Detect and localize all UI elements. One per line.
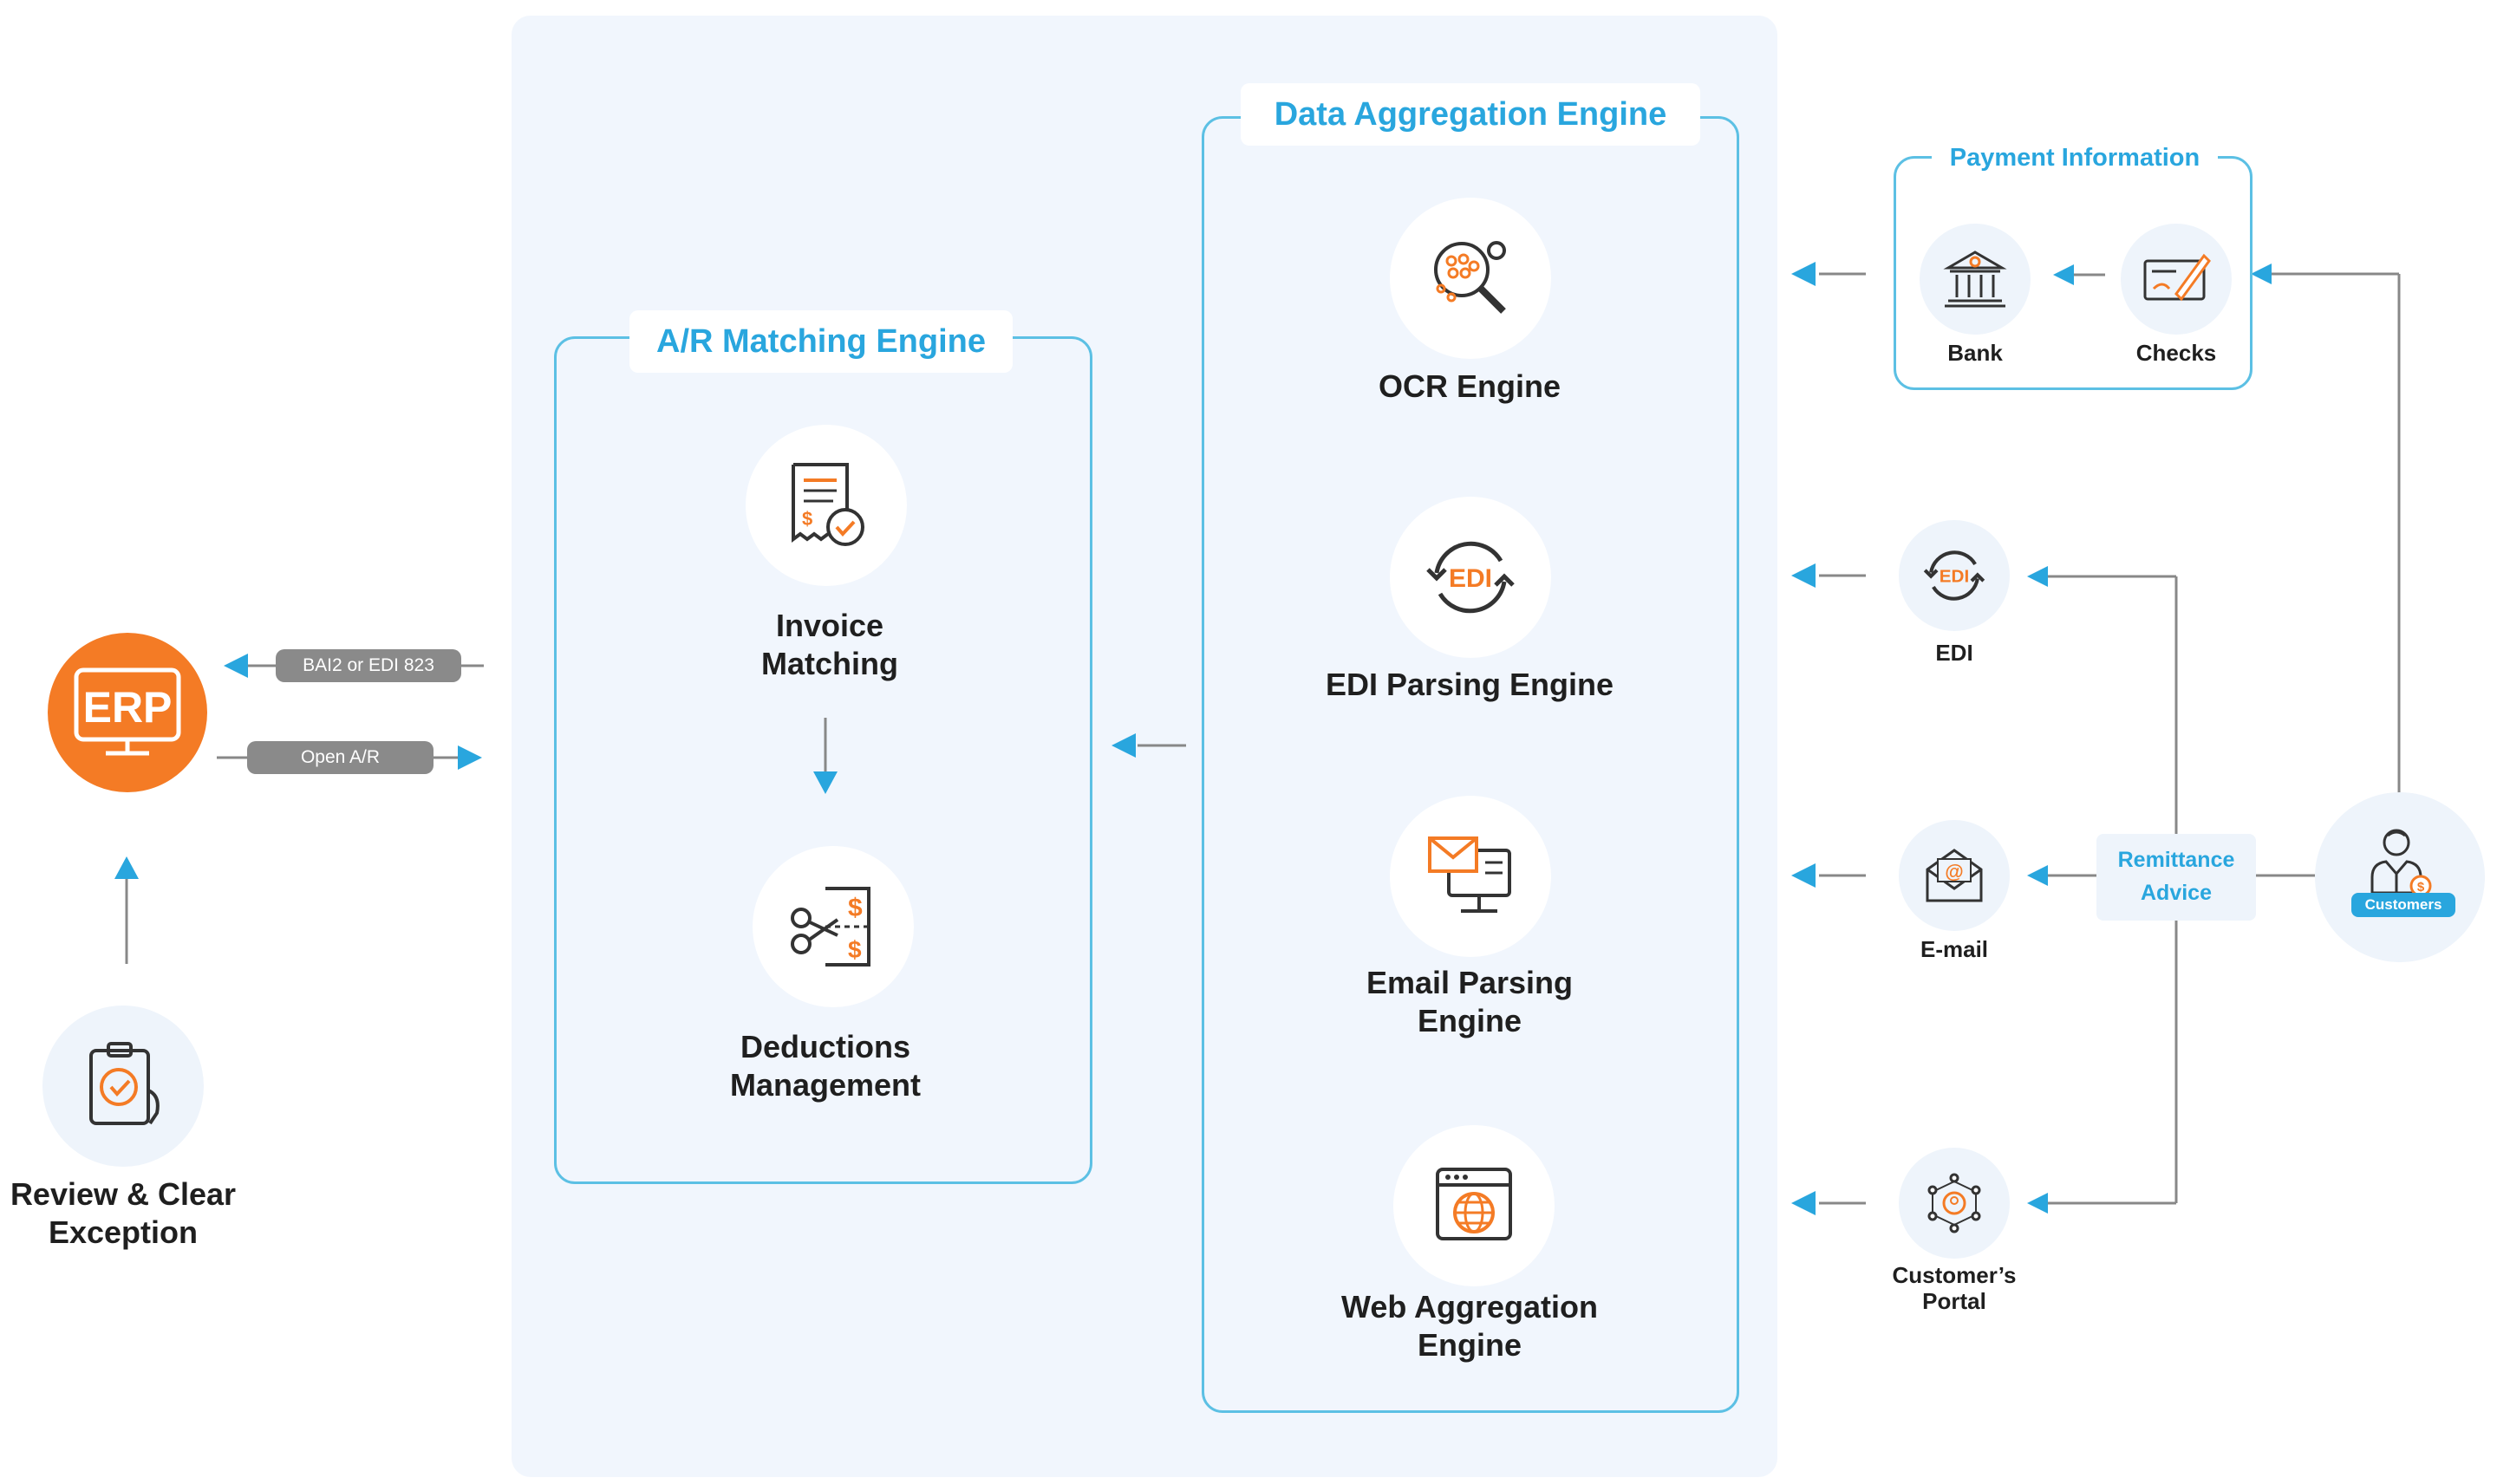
checks-node: [2121, 224, 2232, 335]
portal-label-line1: Customer’s: [1892, 1262, 2017, 1288]
browser-globe-icon: [1436, 1168, 1512, 1240]
deductions-label-line2: Management: [729, 1067, 922, 1103]
edi-engine-label: EDI Parsing Engine: [1325, 667, 1614, 702]
web-aggregation-node: [1393, 1125, 1555, 1286]
open-ar-pill: Open A/R: [247, 741, 434, 774]
email-engine-label-line2: Engine: [1417, 1003, 1522, 1038]
edi-source-icon-text: EDI: [1940, 567, 1969, 587]
remittance-line1: Remittance: [2117, 848, 2235, 872]
email-engine-node: [1390, 796, 1551, 957]
deductions-label-line1: Deductions: [740, 1029, 910, 1064]
remittance-advice-box: Remittance Advice: [2096, 834, 2256, 921]
deductions-node: $ $: [753, 846, 914, 1007]
checks-label: Checks: [2135, 340, 2217, 366]
invoice-label-line2: Matching: [761, 646, 898, 681]
clipboard-check-icon: [89, 1042, 160, 1125]
ocr-node: [1390, 198, 1551, 359]
edi-engine-node: EDI: [1390, 497, 1551, 658]
ar-matching-title: A/R Matching Engine: [629, 310, 1013, 373]
remittance-line2: Advice: [2141, 881, 2212, 905]
customers-badge: Customers: [2351, 893, 2455, 917]
invoice-label: Invoice Matching: [711, 607, 949, 683]
svg-text:$: $: [848, 894, 863, 922]
edi-source-label: EDI: [1935, 640, 1973, 666]
edi-sync-icon: EDI: [1426, 541, 1515, 614]
web-aggregation-label-line2: Engine: [1417, 1327, 1522, 1363]
check-pen-icon: [2143, 253, 2211, 302]
email-monitor-icon: [1428, 836, 1511, 913]
invoice-node: $: [746, 425, 907, 586]
review-label-line2: Exception: [48, 1214, 199, 1250]
review-node: [42, 1006, 204, 1167]
portal-node: [1899, 1148, 2010, 1259]
ocr-label: OCR Engine: [1378, 368, 1561, 404]
email-source-label: E-mail: [1920, 936, 1989, 962]
bank-label: Bank: [1947, 340, 2003, 366]
email-engine-label-line1: Email Parsing: [1366, 965, 1574, 1000]
portal-label: Customer’s Portal: [1864, 1262, 2044, 1314]
email-source-node: @: [1899, 820, 2010, 931]
svg-text:@: @: [1945, 861, 1963, 882]
svg-text:EDI: EDI: [1449, 564, 1492, 593]
invoice-check-icon: $: [792, 463, 864, 546]
review-label-line1: Review & Clear: [10, 1176, 237, 1212]
web-aggregation-label: Web Aggregation Engine: [1275, 1288, 1665, 1364]
erp-logo-text: ERP: [83, 683, 173, 732]
svg-text:$: $: [848, 936, 862, 963]
payment-info-title: Payment Information: [1932, 132, 2218, 184]
email-engine-label: Email Parsing Engine: [1275, 964, 1665, 1040]
svg-text:$: $: [2417, 880, 2425, 895]
portal-label-line2: Portal: [1922, 1288, 1986, 1314]
bank-node: [1920, 224, 2031, 335]
customer-person-icon: $: [2370, 829, 2432, 897]
invoice-label-line1: Invoice: [775, 608, 884, 643]
web-aggregation-label-line1: Web Aggregation: [1341, 1289, 1598, 1325]
deductions-label: Deductions Management: [702, 1028, 949, 1104]
portal-network-icon: [1927, 1173, 1981, 1233]
bank-icon: [1943, 251, 2007, 308]
edi-source-node: EDI: [1899, 520, 2010, 631]
data-aggregation-title: Data Aggregation Engine: [1241, 83, 1700, 146]
edi-sync-icon: EDI: [1923, 550, 1985, 601]
erp-monitor-icon: ERP: [74, 667, 181, 756]
erp-node: ERP: [48, 633, 207, 792]
envelope-at-icon: @: [1926, 849, 1983, 902]
ocr-scan-gear-icon: [1434, 241, 1506, 314]
review-label: Review & Clear Exception: [0, 1175, 246, 1252]
svg-text:$: $: [802, 508, 812, 530]
bai2-pill: BAI2 or EDI 823: [276, 649, 461, 682]
scissors-dollar-icon: $ $: [791, 887, 870, 967]
customers-node: $: [2315, 792, 2485, 962]
